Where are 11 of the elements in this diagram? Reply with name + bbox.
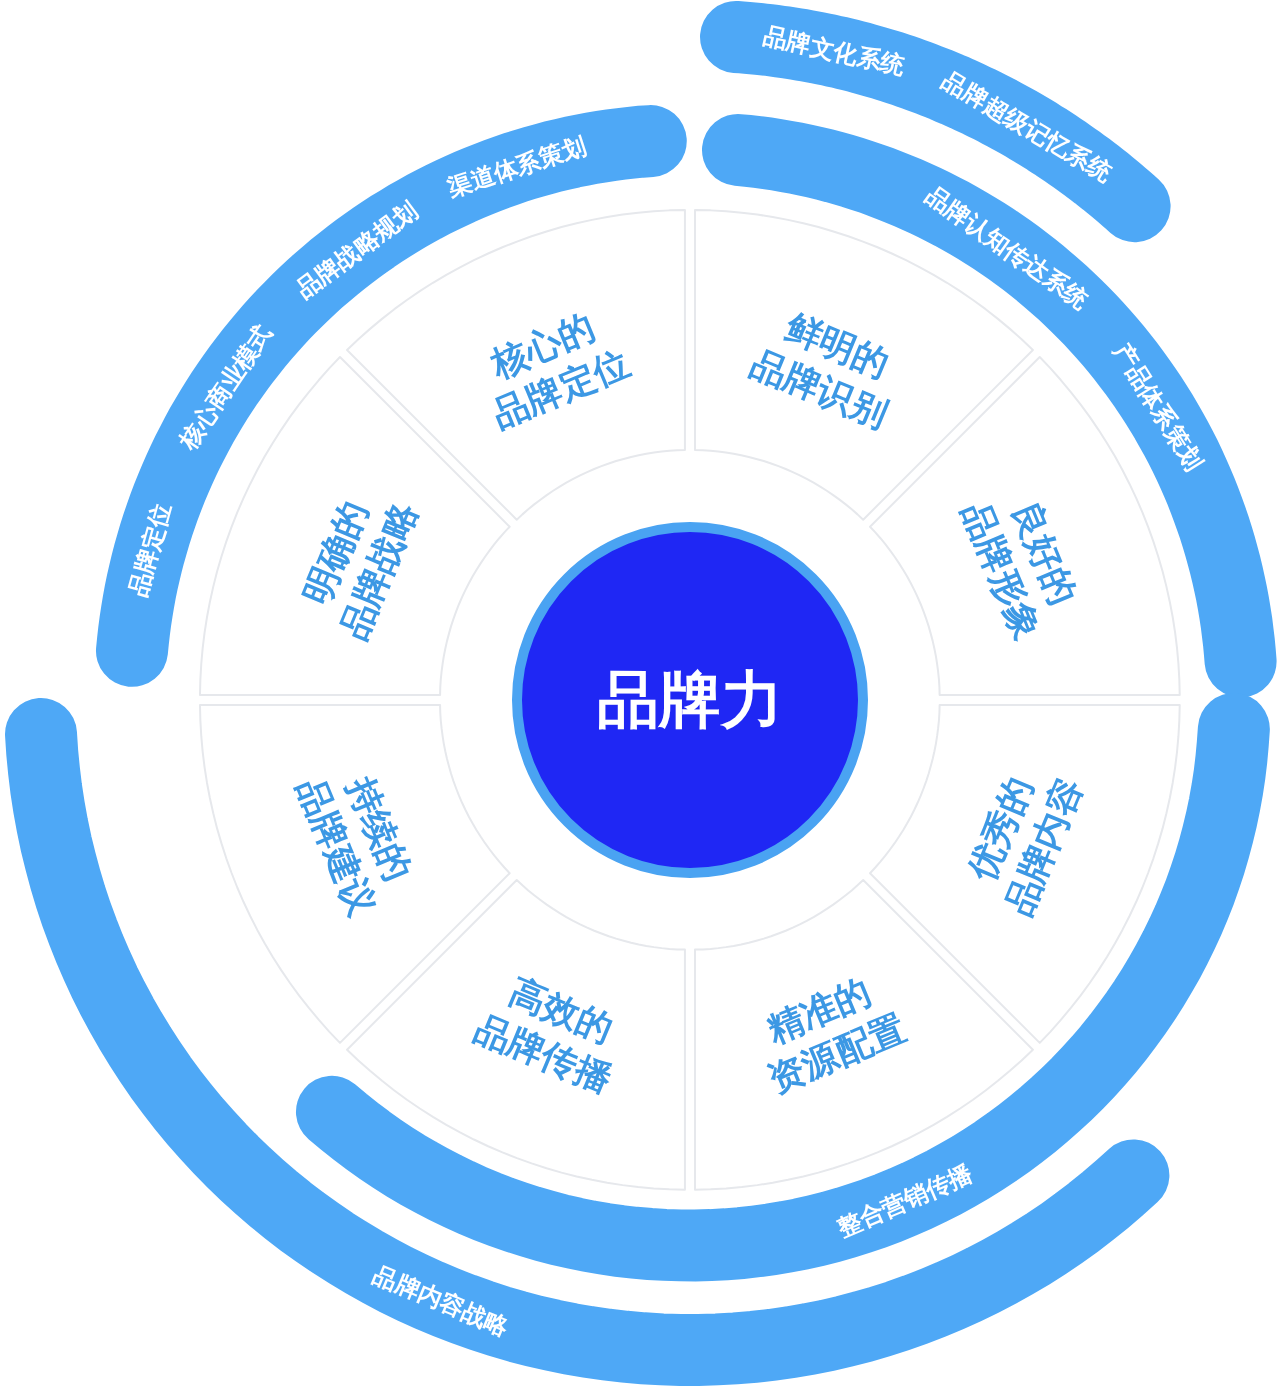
band-label: 渠道体系策划	[443, 130, 591, 204]
band-label: 核心商业模式	[173, 318, 279, 455]
band-label: 整合营销传播	[832, 1158, 977, 1244]
band-label: 品牌定位	[123, 500, 178, 601]
band-label: 品牌内容战略	[369, 1259, 514, 1342]
band-label: 品牌认知传达系统	[919, 181, 1094, 316]
band-label: 品牌战略规划	[290, 194, 424, 305]
center-label: 品牌力	[597, 664, 783, 736]
center-circle	[512, 522, 868, 878]
band-label: 产品体系策划	[1107, 338, 1209, 477]
band-label: 品牌文化系统	[760, 20, 908, 81]
